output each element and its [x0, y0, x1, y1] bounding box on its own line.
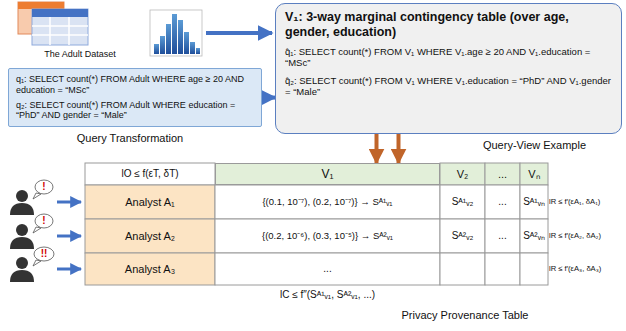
bound-note: lR ≤ f′(εA₂, δA₂): [549, 219, 626, 253]
bound-note: lC ≤ f″(Sᴬ¹ᵥ₁, Sᴬ²ᵥ₁, ...): [200, 287, 455, 303]
provenance-table: [85, 163, 548, 285]
bound-note: lR ≤ f′(εA₁, δA₁): [549, 185, 626, 219]
view-heading: V₁: 3-way marginal contingency table (ov…: [285, 10, 612, 40]
query-box: q₁: SELECT count(*) FROM Adult WHERE age…: [8, 68, 262, 127]
query-text: q₁: SELECT count(*) FROM Adult WHERE age…: [16, 74, 254, 96]
bound-note: lR ≤ f′(εA₃, δA₃): [549, 253, 626, 285]
table-cell: Sᴬ¹ᵥ₂: [440, 185, 485, 219]
table-cell: {(0.1, 10⁻⁷), (0.2, 10⁻⁷)} → Sᴬ¹ᵥ₁: [215, 185, 440, 219]
dataset-caption: The Adult Dataset: [10, 47, 150, 61]
spacer: [92, 28, 146, 29]
table-cell: Sᴬ¹ᵥₙ: [520, 185, 548, 219]
dataset-icon: [18, 2, 88, 45]
row-header: Analyst A₁: [85, 185, 215, 219]
column-header: ...: [485, 163, 520, 185]
table-cell: Sᴬ²ᵥ₂: [440, 219, 485, 253]
query-text: q̂₂: SELECT count(*) FROM V₁ WHERE V₁.ed…: [285, 75, 612, 98]
table-cell: ...: [485, 185, 520, 219]
table-cell: lO ≤ f(εT, δT): [85, 163, 215, 185]
flow-arrow: [262, 96, 275, 100]
table-caption: Privacy Provenance Table: [370, 306, 560, 324]
column-header: V₂: [440, 163, 485, 185]
table-cell: ...: [485, 219, 520, 253]
table-cell: Sᴬ²ᵥₙ: [520, 219, 548, 253]
flow-arrow: [375, 134, 379, 163]
alert-mark: !: [36, 180, 52, 194]
section-caption: Query-View Example: [452, 137, 617, 154]
row-header: Analyst A₂: [85, 219, 215, 253]
column-header: Vₙ: [520, 163, 548, 185]
dataset-arrow: [206, 31, 272, 35]
table-cell: ...: [215, 253, 440, 285]
alert-mark: !: [36, 214, 52, 228]
histogram-icon: [150, 10, 202, 56]
query-text: q₂: SELECT count(*) FROM Adult WHERE edu…: [16, 100, 254, 122]
row-header: Analyst A₃: [85, 253, 215, 285]
view-column-header: V₁: [215, 163, 440, 185]
view-box: V₁: 3-way marginal contingency table (ov…: [275, 3, 622, 134]
analyst-icons: [10, 180, 81, 282]
flow-arrow: [397, 134, 401, 163]
column-header: V₁: [321, 167, 333, 181]
section-caption: Query Transformation: [30, 130, 230, 147]
query-text: q̂₁: SELECT count(*) FROM V₁ WHERE V₁.ag…: [285, 46, 612, 69]
alert-mark: !!: [34, 247, 54, 261]
table-cell: {(0.2, 10⁻⁶), (0.3, 10⁻⁵)} → Sᴬ²ᵥ₁: [215, 219, 440, 253]
